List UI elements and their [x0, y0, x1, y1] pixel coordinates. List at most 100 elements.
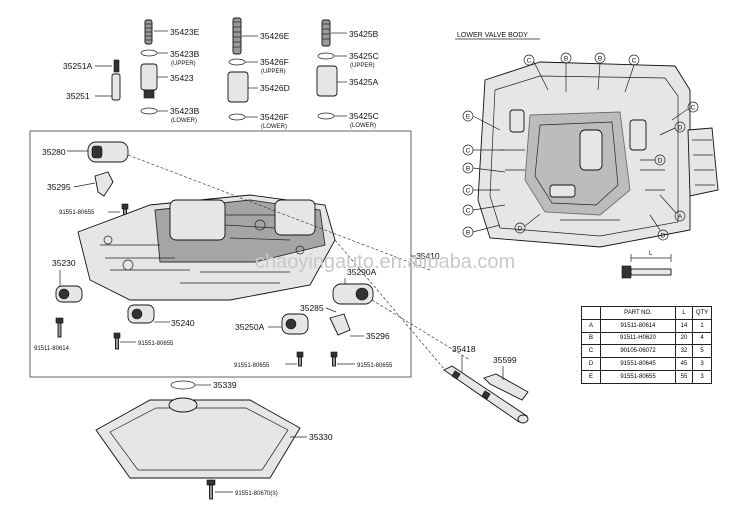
callout-marker: E: [462, 110, 474, 122]
label-bolt-91511-80614: 91511-80614: [34, 346, 70, 352]
bolt-91551-80655-d: [330, 351, 355, 367]
dimension-L: L: [649, 251, 653, 257]
row-qty: 4: [692, 331, 712, 346]
row-key: A: [581, 318, 601, 333]
bolt-91551-80655-b: [113, 332, 136, 350]
row-part-no: 91511-H0620: [600, 331, 676, 346]
part-35230: [55, 270, 83, 303]
callout-marker: B: [462, 226, 474, 238]
note-upper-1: (UPPER): [171, 61, 196, 67]
leader-line-1: [127, 154, 431, 271]
callout-marker: C: [523, 54, 535, 66]
part-35418: [443, 355, 529, 424]
valve-body: [77, 194, 336, 301]
callout-letter: C: [466, 208, 471, 215]
label-bolt-91551-80670: 91551-80670(3): [235, 491, 278, 497]
section-title: LOWER VALVE BODY: [457, 32, 528, 39]
row-length: 20: [675, 331, 693, 346]
row-length: 14: [675, 318, 693, 333]
note-upper-2: (UPPER): [261, 69, 286, 75]
table-row: D 91551-80645 45 3: [581, 357, 712, 371]
callout-letter: C: [466, 148, 471, 155]
part-35280: [67, 141, 129, 163]
table-header-row: PART NO. L QTY: [581, 306, 712, 320]
table-header-key: [581, 306, 601, 320]
row-qty: 5: [692, 344, 712, 359]
callout-letter: A: [678, 214, 683, 221]
label-35425C-lower: 35425C: [349, 111, 379, 121]
bolt-91551-80655-c: [285, 351, 304, 367]
label-35339: 35339: [213, 380, 237, 390]
note-lower-2: (LOWER): [261, 124, 287, 130]
table-header-part-no: PART NO.: [600, 306, 676, 320]
table-row: B 91511-H0620 20 4: [581, 331, 712, 346]
label-35425C-upper: 35425C: [349, 51, 379, 61]
callout-letter: B: [564, 56, 568, 63]
callout-marker: B: [560, 52, 572, 64]
callout-marker: C: [462, 204, 474, 216]
label-35426F-upper: 35426F: [260, 57, 289, 67]
row-part-no: 91511-80614: [600, 318, 676, 333]
row-key: B: [581, 331, 601, 346]
callout-marker: A: [674, 210, 686, 222]
row-qty: 3: [692, 357, 712, 371]
part-35425-group: [316, 19, 347, 120]
label-35425B: 35425B: [349, 29, 379, 39]
row-length: 32: [675, 344, 693, 359]
label-35330: 35330: [309, 432, 333, 442]
callout-marker: D: [514, 222, 526, 234]
bolt-dimension-sketch: [621, 254, 672, 279]
label-35296: 35296: [366, 331, 390, 341]
callout-letter: B: [598, 56, 602, 63]
row-qty: 3: [692, 369, 712, 384]
label-35285: 35285: [300, 303, 324, 313]
part-35295: [73, 171, 114, 197]
label-35423B-upper: 35423B: [170, 49, 200, 59]
label-35418: 35418: [452, 344, 476, 354]
part-35599: [483, 366, 529, 401]
label-35280: 35280: [42, 147, 66, 157]
label-35426D: 35426D: [260, 83, 290, 93]
callout-marker: C: [628, 54, 640, 66]
row-key: E: [581, 369, 601, 384]
callout-letter: B: [466, 166, 470, 173]
callout-marker: C: [687, 101, 699, 113]
bolt-91551-80670: [206, 479, 233, 500]
table-row: E 91551-80655 55 3: [581, 369, 712, 384]
callout-marker: D: [674, 121, 686, 133]
label-35425A: 35425A: [349, 77, 379, 87]
bolt-parts-table: PART NO. L QTY A 91511-80614 14 1 B 9151…: [581, 306, 712, 384]
part-35426-group: [227, 17, 258, 121]
label-bolt-b: 91551-80655: [138, 341, 174, 347]
label-35599: 35599: [493, 355, 517, 365]
callout-letter: E: [466, 114, 471, 121]
table-row: A 91511-80614 14 1: [581, 318, 712, 333]
label-35423B-lower: 35423B: [170, 106, 200, 116]
callout-letter: D: [661, 233, 666, 240]
label-bolt-c: 91551-80655: [234, 363, 270, 369]
row-key: C: [581, 344, 601, 359]
callout-letter: C: [632, 58, 637, 65]
callout-letter: D: [658, 158, 663, 165]
row-part-no: 91551-80645: [600, 357, 676, 371]
label-bolt-d: 91551-80655: [357, 363, 393, 369]
table-row: C 90105-06072 32 5: [581, 344, 712, 359]
bolt-91511-80614: [55, 317, 64, 338]
row-part-no: 90105-06072: [600, 344, 676, 359]
table-header-l: L: [675, 306, 693, 320]
part-35423-group: [140, 19, 168, 115]
callout-marker: D: [657, 229, 669, 241]
callout-letter: C: [527, 58, 532, 65]
row-part-no: 91551-80655: [600, 369, 676, 384]
part-35339: [170, 380, 211, 390]
callout-letter: C: [466, 188, 471, 195]
label-35240: 35240: [171, 318, 195, 328]
callout-letter: D: [678, 125, 683, 132]
note-lower-3: (LOWER): [350, 123, 376, 129]
label-35251: 35251: [66, 91, 90, 101]
part-35290A: [332, 278, 374, 305]
callout-marker: B: [594, 52, 606, 64]
label-35423E: 35423E: [170, 27, 200, 37]
valve-body-frame: [29, 130, 412, 378]
